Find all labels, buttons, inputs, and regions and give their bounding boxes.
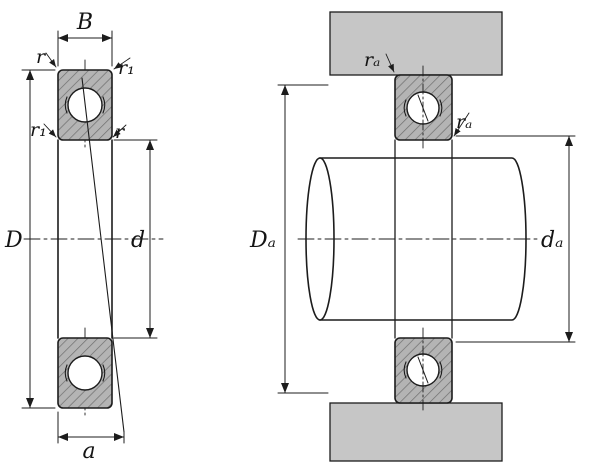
- leader-line: [453, 112, 470, 137]
- label-chamfer-r-top-left: r: [36, 46, 47, 68]
- label-housing-shoulder-Da: Dₐ: [249, 228, 276, 253]
- cage-arc: [64, 364, 68, 382]
- ball-bottom: [67, 355, 103, 391]
- leader-line: [43, 123, 57, 138]
- leader-line: [45, 52, 57, 68]
- leader-line: [385, 53, 395, 73]
- label-chamfer-r1-top-right: r₁: [118, 57, 135, 79]
- contact-angle-line: [81, 77, 125, 433]
- housing-top: [329, 11, 503, 76]
- cage-arc: [439, 361, 443, 379]
- label-bore-diameter-d: d: [131, 228, 145, 253]
- cage-arc: [439, 99, 443, 117]
- housing-bottom: [329, 402, 503, 462]
- leader-line: [113, 57, 131, 70]
- left-figure-bearing-cross-section: B D d a r r₁ r₁ r: [4, 10, 164, 464]
- label-shaft-shoulder-da: dₐ: [541, 228, 563, 253]
- label-width-B: B: [76, 10, 93, 35]
- shaft-body: [319, 157, 527, 321]
- cage-arc: [102, 96, 106, 114]
- leader-line: [112, 124, 127, 138]
- cage-arc: [403, 361, 407, 379]
- cage-arc: [102, 364, 106, 382]
- label-fillet-ra-housing: rₐ: [364, 49, 380, 71]
- label-center-offset-a: a: [82, 439, 95, 464]
- cage-arc: [64, 96, 68, 114]
- cage-arc: [403, 99, 407, 117]
- right-figure-mounting-cross-section: Dₐ dₐ rₐ rₐ: [249, 11, 576, 462]
- label-chamfer-r1-mid-left: r₁: [30, 119, 47, 141]
- label-outer-diameter-D: D: [4, 228, 23, 253]
